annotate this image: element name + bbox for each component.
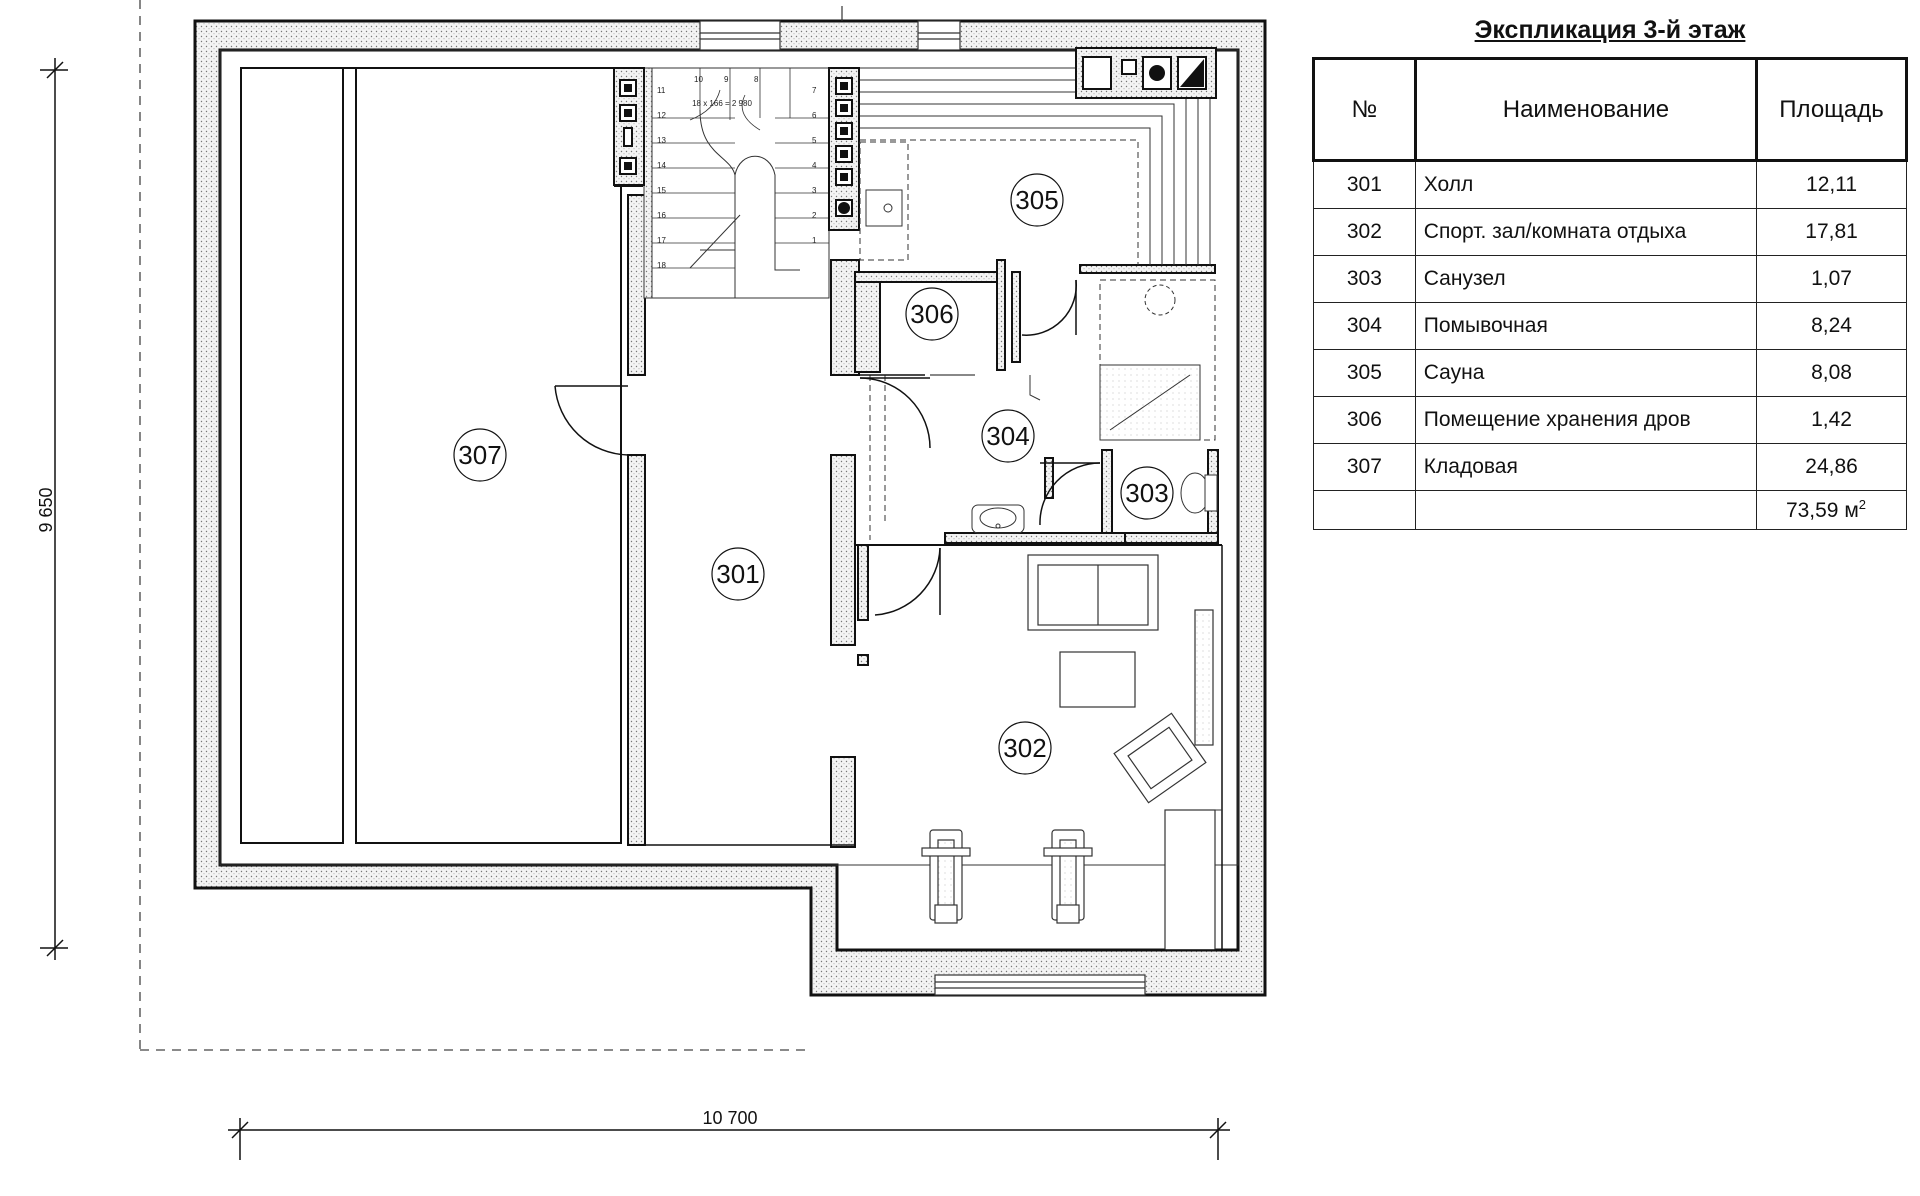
stair-step-number: 3 [812,186,817,195]
treadmill-icon [921,829,971,924]
gym-furniture [921,554,1216,951]
cell-num: 301 [1313,160,1416,209]
toilet-icon [1180,472,1218,514]
dimension-width [228,1118,1230,1160]
room-label-304: 304 [986,421,1029,451]
room-305-marker [1010,173,1064,227]
stair-step-number: 1 [812,236,817,245]
cell-total: 73,59 м2 [1756,490,1907,530]
room-labels [453,173,1174,775]
stair-step-number: 11 [657,86,666,95]
dimension-width-label: 10 700 [702,1108,757,1128]
room-304-marker [981,409,1035,463]
cell-area: 12,11 [1756,160,1907,209]
cell-empty [1414,490,1758,530]
stair-step-number: 16 [657,211,666,220]
cell-name: Сауна [1414,349,1758,397]
stair-step-numbers: 11 12 13 14 15 16 17 18 7 6 5 4 3 2 1 10 9 8 [657,75,817,270]
total-unit-sup: 2 [1858,497,1866,512]
stove-icon [1075,47,1217,99]
room-label-303: 303 [1125,478,1168,508]
cell-area: 1,42 [1756,396,1907,444]
stair-step-number: 9 [724,75,729,84]
storage-307 [240,67,622,844]
explication-title: Экспликация 3-й этаж [1474,16,1746,44]
cell-area: 24,86 [1756,443,1907,491]
cell-name: Помещение хранения дров [1414,396,1758,444]
stair-step-number: 10 [694,75,703,84]
cell-name: Кладовая [1414,443,1758,491]
cell-num: 305 [1313,349,1416,397]
room-306-marker [905,287,959,341]
treadmill-icon [1043,829,1093,924]
stair-step-number: 7 [812,86,817,95]
cell-num: 302 [1313,208,1416,256]
stair-step-number: 4 [812,161,817,170]
room-302-marker [998,721,1052,775]
stair-note: 18 x 166 = 2 980 [692,99,752,108]
interior-walls [614,67,1219,848]
top-windows [699,6,961,51]
stair-step-number: 8 [754,75,759,84]
stair-step-number: 2 [812,211,817,220]
doors [554,279,1101,616]
stair-step-number: 5 [812,136,817,145]
dimension-height-label: 9 650 [36,487,56,532]
stair-step-number: 14 [657,161,666,170]
cell-num: 304 [1313,302,1416,350]
cell-name: Холл [1414,160,1758,209]
room-label-302: 302 [1003,733,1046,763]
dimension-height [40,58,68,960]
cell-name: Спорт. зал/комната отдыха [1414,208,1758,256]
cell-num: 306 [1313,396,1416,444]
cell-area: 8,24 [1756,302,1907,350]
table-header-row: № Наименование Площадь [1312,57,1908,162]
bottom-window [934,974,1146,996]
room-label-306: 306 [910,299,953,329]
room-303-marker [1120,466,1174,520]
stair-step-number: 17 [657,236,666,245]
header-name: Наименование [1413,57,1759,162]
stair-step-number: 18 [657,261,666,270]
floor-plan: 11 12 13 14 15 16 17 18 7 6 5 4 3 2 1 10 9 8 18 x 166 = 2… [36,0,1267,1160]
cell-num: 303 [1313,255,1416,303]
cell-name: Санузел [1414,255,1758,303]
stair-step-number: 6 [812,111,817,120]
room-307-marker [453,428,507,482]
header-area: Площадь [1755,57,1908,162]
total-value: 73,59 м [1785,499,1859,522]
cell-area: 8,08 [1756,349,1907,397]
explication-panel: Экспликация 3-й этаж № Наименование Площ… [1312,16,1908,530]
room-301-marker [711,547,765,601]
cell-name: Помывочная [1414,302,1758,350]
cell-num: 307 [1313,443,1416,491]
header-num: № [1312,57,1417,162]
cell-area: 1,07 [1756,255,1907,303]
staircase [643,67,830,299]
cell-empty [1313,490,1416,530]
room-label-307: 307 [458,440,501,470]
room-label-305: 305 [1015,185,1058,215]
washroom-fixtures [869,279,1216,540]
room-label-301: 301 [716,559,759,589]
table-total-row: 73,59 м2 [1313,490,1907,530]
cell-area: 17,81 [1756,208,1907,256]
stair-step-number: 15 [657,186,666,195]
stair-step-number: 12 [657,111,666,120]
stair-step-number: 13 [657,136,666,145]
